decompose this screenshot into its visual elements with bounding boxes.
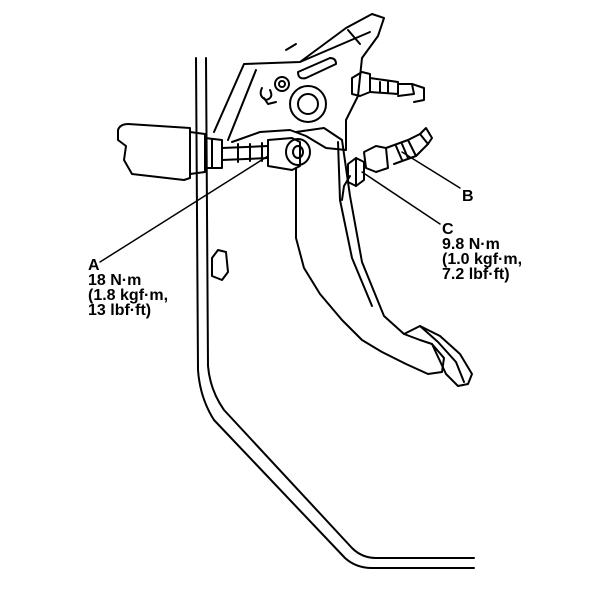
callout-c-torque-nm: 9.8 N·m [442,236,500,253]
callout-c-torque-kgfm: (1.0 kgf·m, [442,251,523,268]
return-spring [259,87,277,105]
master-cylinder [117,123,223,181]
panel-grommet [211,249,229,281]
bracket-slot [297,57,337,80]
callout-c-letter: C [442,221,454,238]
callout-c-torque-lbfft: 7.2 lbf·ft) [442,266,510,283]
leader-line-b [401,151,461,189]
callout-c: C 9.8 N·m (1.0 kgf·m, 7.2 lbf·ft) [442,221,523,283]
leader-line-a [99,155,269,263]
callout-a: A 18 N·m (1.8 kgf·m, 13 lbf·ft) [88,257,169,319]
callout-a-torque-lbfft: 13 lbf·ft) [88,302,152,319]
pedal-bracket [213,13,385,151]
firewall-panel [195,57,475,569]
callout-a-torque-nm: 18 N·m [88,272,142,289]
pedal-arm [295,127,445,375]
pedal-pad [403,325,473,387]
pivot-bolt [274,76,327,123]
callout-a-letter: A [88,257,100,274]
leader-line-c [361,171,441,225]
push-rod [221,142,269,163]
callout-b: B [462,188,474,205]
callout-a-torque-kgfm: (1.8 kgf·m, [88,287,169,304]
upper-switch [351,71,425,103]
switch-b [363,127,433,173]
clevis-pin [267,137,311,171]
callout-b-letter: B [462,188,474,205]
